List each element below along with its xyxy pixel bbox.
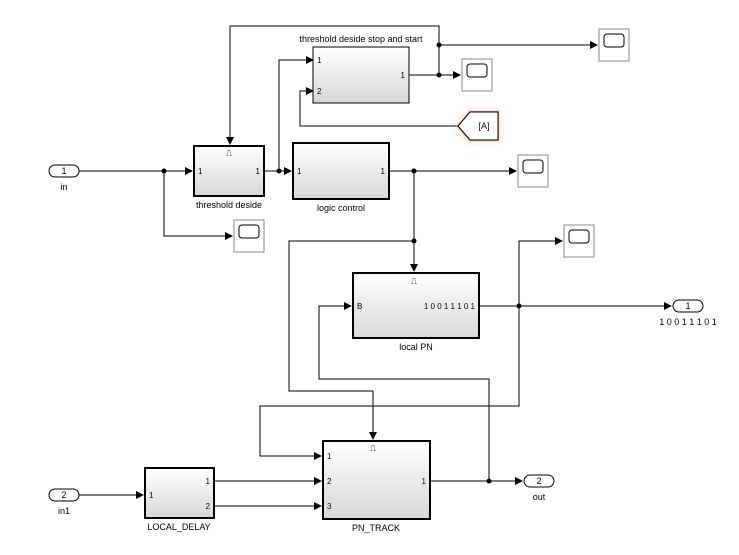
scope-pn-output[interactable]	[563, 224, 595, 258]
scope-input[interactable]	[233, 219, 265, 253]
port-in1: 1	[198, 167, 203, 176]
outport-out-number: 2	[536, 476, 541, 486]
port-in1: 1	[317, 56, 322, 65]
branch-dot	[486, 478, 492, 484]
block-pn-track[interactable]: ⎍ 1 2 3 1 PN_TRACK	[322, 440, 431, 533]
port-out1: 1	[381, 167, 386, 176]
trigger-icon: ⎍	[370, 444, 376, 453]
branch-points	[161, 42, 522, 484]
outport-pn-label: 1 0 0 1 1 1 0 1	[659, 317, 717, 327]
inport-in[interactable]: 1 in	[48, 164, 80, 192]
trigger-icon: ⎍	[226, 149, 232, 158]
wire-pn-to-track-in1[interactable]	[259, 306, 520, 460]
wire-stop-feedback-trigger[interactable]	[226, 25, 440, 145]
port-out1: 1	[206, 477, 211, 486]
branch-dot	[161, 168, 167, 174]
wire-pn-to-scope[interactable]	[518, 237, 563, 306]
outport-pn[interactable]: 1 1 0 0 1 1 1 0 1	[659, 299, 717, 327]
block-label: logic control	[317, 203, 365, 213]
signal-lines	[79, 25, 672, 510]
port-in1: 1	[149, 491, 154, 500]
branch-dot	[436, 42, 442, 48]
branch-dot	[516, 303, 522, 309]
block-local-pn[interactable]: ⎍ B 1 0 0 1 1 1 0 1 local PN	[352, 272, 480, 352]
block-threshold-deside[interactable]: ⎍ 1 1 threshold deside	[193, 145, 265, 210]
wire-logic-to-track-trigger[interactable]	[288, 240, 414, 440]
inport-in1-number: 2	[61, 490, 66, 500]
scope-stop-output[interactable]	[461, 58, 493, 92]
port-out1: 1	[422, 477, 427, 486]
block-threshold-deside-stop-and-start[interactable]: threshold deside stop and start 1 2 1	[299, 34, 423, 104]
outport-pn-number: 1	[685, 301, 690, 311]
wire-threshold-to-stop-in1[interactable]	[278, 56, 314, 171]
wire-goto-to-stop-in2[interactable]	[299, 87, 458, 127]
port-in2: 2	[327, 477, 332, 486]
inport-in1-label: in1	[58, 506, 70, 516]
port-in3: 3	[327, 502, 332, 511]
wire-in-to-scope[interactable]	[163, 171, 233, 240]
port-in2: 2	[317, 87, 322, 96]
branch-dot	[411, 238, 417, 244]
inport-in1[interactable]: 2 in1	[48, 488, 80, 516]
branch-dot	[411, 168, 417, 174]
outport-out[interactable]: 2 out	[523, 474, 555, 502]
goto-tag-label: [A]	[478, 121, 489, 131]
port-in1: 1	[327, 452, 332, 461]
wire-track-to-pn-b[interactable]	[318, 302, 490, 481]
block-logic-control[interactable]: 1 1 logic control	[292, 142, 390, 213]
inport-in-label: in	[60, 182, 67, 192]
branch-dot	[276, 168, 282, 174]
outport-out-label: out	[533, 492, 546, 502]
port-out1: 1	[401, 71, 406, 80]
inport-in-number: 1	[61, 166, 66, 176]
port-out-value: 1 0 0 1 1 1 0 1	[424, 302, 476, 311]
block-label: PN_TRACK	[352, 523, 400, 533]
port-out1: 1	[256, 167, 261, 176]
block-label: LOCAL_DELAY	[147, 522, 210, 532]
block-label: local PN	[399, 342, 433, 352]
port-in1: 1	[297, 167, 302, 176]
port-in-b: B	[357, 302, 362, 311]
block-title: threshold deside stop and start	[299, 34, 423, 44]
goto-tag-a[interactable]: [A]	[456, 111, 499, 141]
scope-far-right[interactable]	[598, 28, 630, 62]
branch-dot	[436, 72, 442, 78]
block-local-delay[interactable]: 1 1 2 LOCAL_DELAY	[144, 467, 215, 532]
block-label: threshold deside	[196, 200, 262, 210]
trigger-icon: ⎍	[411, 277, 417, 286]
scope-logic-output[interactable]	[517, 154, 549, 188]
port-out2: 2	[206, 502, 211, 511]
